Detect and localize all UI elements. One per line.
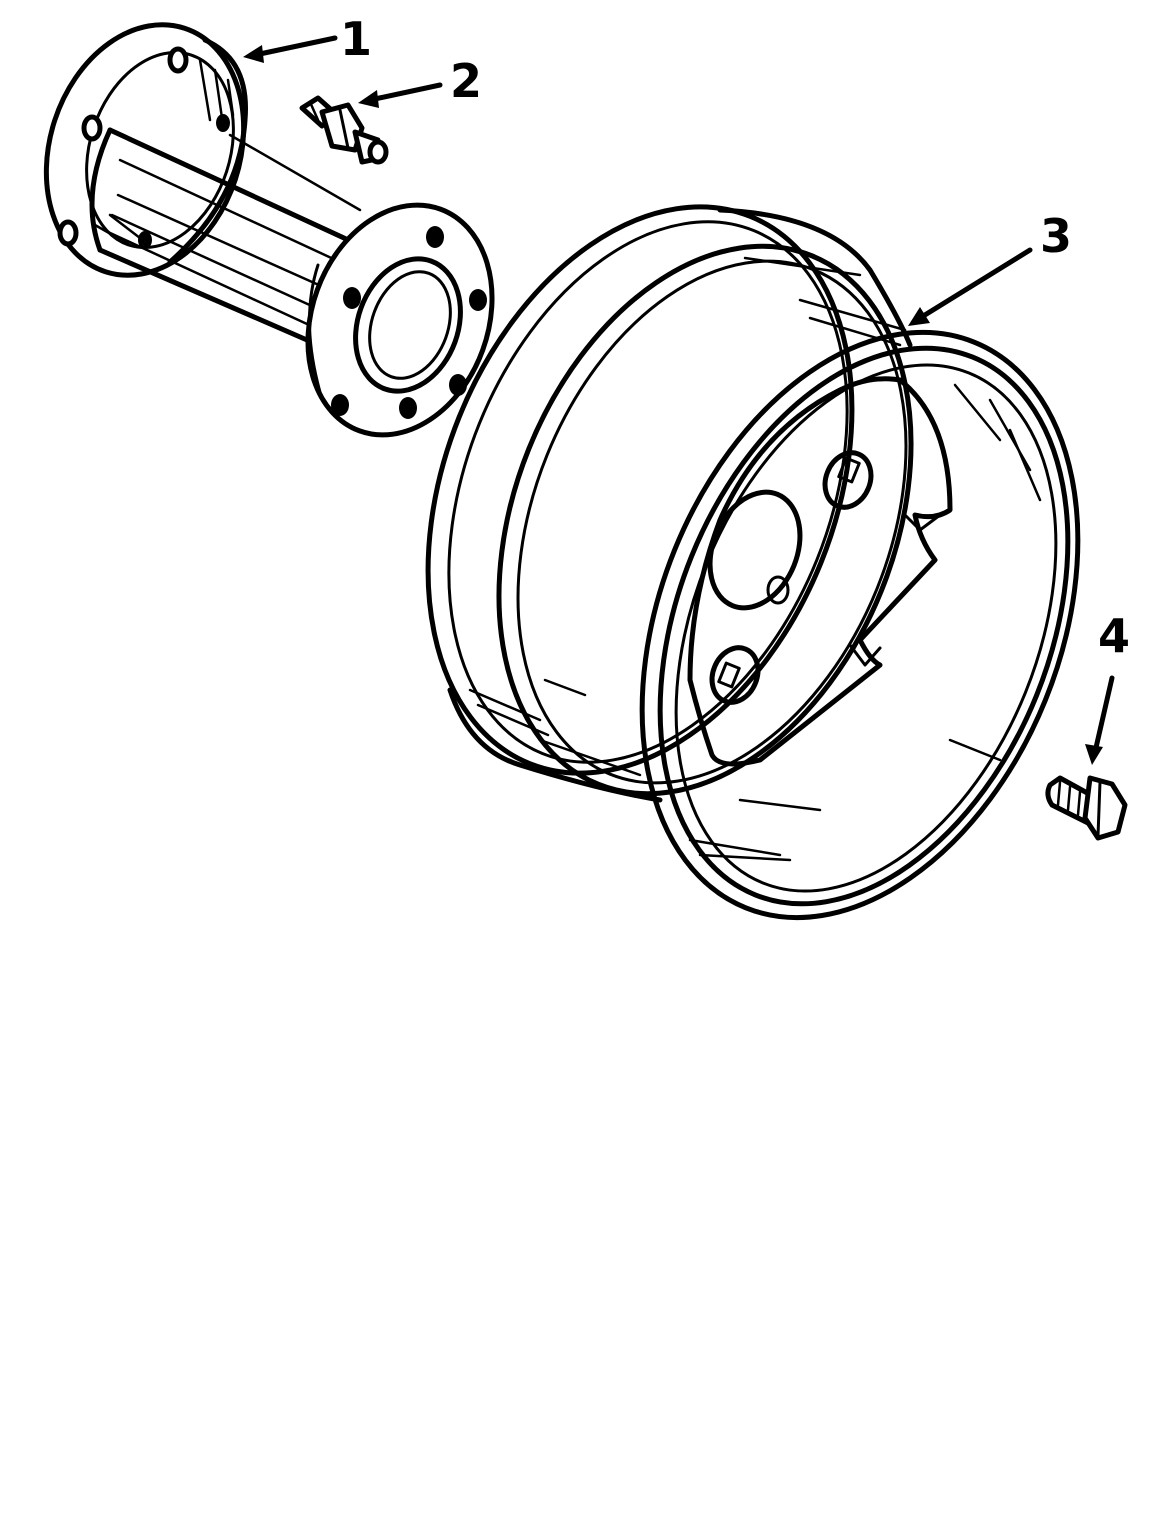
arrowhead-4 xyxy=(1085,744,1103,765)
leader-2 xyxy=(370,85,440,100)
callout-2: 2 xyxy=(450,54,482,108)
arrowhead-2 xyxy=(358,90,379,108)
grease-fitting xyxy=(302,98,386,162)
hub-spacer xyxy=(15,0,523,461)
leader-1 xyxy=(255,38,335,55)
callout-1: 1 xyxy=(340,12,372,66)
wheel-bolt xyxy=(1048,778,1125,838)
leader-3 xyxy=(920,250,1030,318)
leader-4 xyxy=(1095,678,1112,752)
arrowhead-1 xyxy=(243,45,264,63)
callout-4: 4 xyxy=(1098,609,1130,663)
callout-3: 3 xyxy=(1040,209,1072,263)
